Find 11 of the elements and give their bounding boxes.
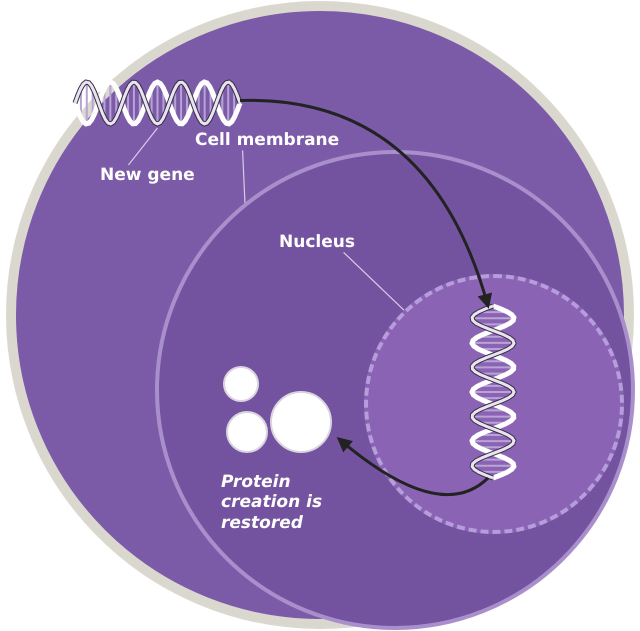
leader-line xyxy=(343,252,404,311)
label-text: Nucleus xyxy=(279,232,355,252)
label-text: Cell membrane xyxy=(195,130,340,150)
label-text: New gene xyxy=(100,165,195,186)
dna-helix-drawing xyxy=(75,78,240,128)
annotation-text: Protein creation is restored xyxy=(221,472,324,534)
leader-line xyxy=(128,128,158,166)
curved-arrow xyxy=(336,437,489,496)
curved-arrow xyxy=(240,99,492,309)
leader-line xyxy=(242,150,246,203)
dna-helix-drawing xyxy=(468,306,518,478)
